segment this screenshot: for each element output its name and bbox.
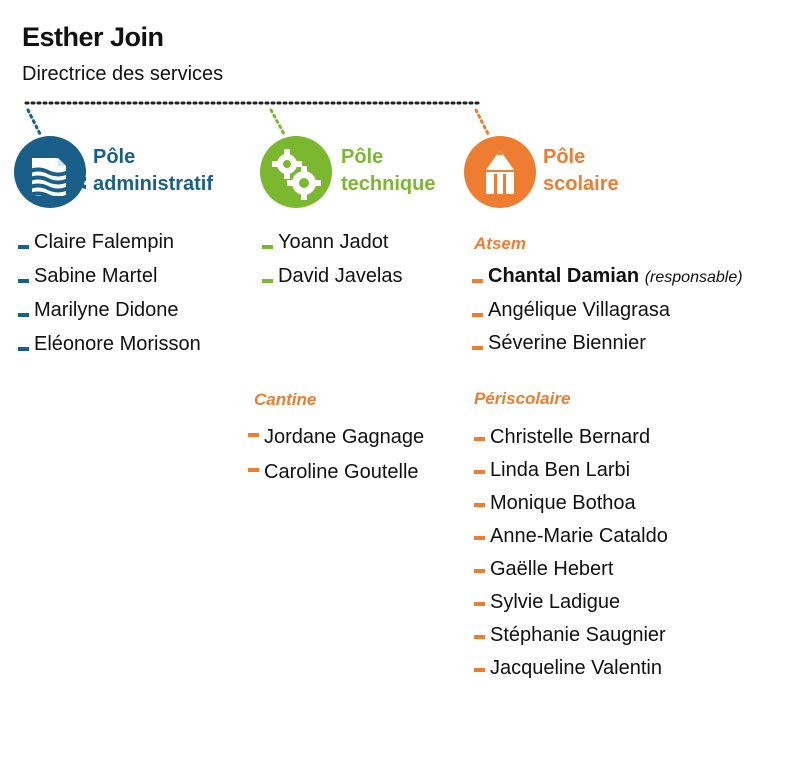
- member-name: Linda Ben Larbi: [490, 459, 631, 481]
- list-item: Angélique Villagrasa: [472, 299, 670, 332]
- pole-scolaire-line2: scolaire: [543, 173, 619, 195]
- list-item: Jordane Gagnage: [248, 426, 424, 461]
- atsem-title: Atsem: [474, 234, 526, 253]
- member-name: Christelle Bernard: [490, 426, 651, 448]
- list-item: Claire Falempin: [18, 231, 201, 265]
- list-bullet: [472, 346, 483, 350]
- list-bullet: [262, 279, 273, 283]
- pole-admin-line2: administratif: [93, 173, 214, 195]
- list-bullet: [474, 536, 485, 540]
- pole-scolaire-title: Pôle scolaire: [543, 144, 619, 198]
- connector-tech: [269, 108, 286, 136]
- member-name: David Javelas: [278, 265, 403, 287]
- atsem-head-name: Chantal Damian: [488, 265, 640, 287]
- list-item: Stéphanie Saugnier: [474, 624, 668, 657]
- list-item: Gaëlle Hebert: [474, 558, 668, 591]
- member-name: Sabine Martel: [34, 265, 158, 287]
- member-name: Jacqueline Valentin: [490, 657, 662, 679]
- atsem-head-note: (responsable): [644, 269, 743, 286]
- list-bullet: [262, 245, 273, 249]
- list-item: Marilyne Didone: [18, 299, 201, 333]
- list-item: Yoann Jadot: [262, 231, 403, 265]
- list-bullet: [474, 668, 485, 672]
- list-bullet: [474, 437, 485, 441]
- connector-admin: [26, 108, 42, 136]
- member-name: Marilyne Didone: [34, 299, 179, 321]
- list-bullet: [474, 470, 485, 474]
- pole-tech-line1: Pôle: [341, 146, 384, 168]
- member-name: Monique Bothoa: [490, 492, 636, 514]
- list-item: Christelle Bernard: [474, 426, 668, 459]
- list-bullet: [248, 468, 259, 472]
- list-bullet: [248, 433, 259, 437]
- pole-tech-line2: technique: [341, 173, 436, 195]
- list-bullet: [18, 313, 29, 317]
- member-name: Caroline Goutelle: [264, 461, 419, 483]
- member-name: Stéphanie Saugnier: [490, 624, 666, 646]
- list-bullet: [18, 245, 29, 249]
- list-bullet: [472, 279, 483, 283]
- director-name: Esther Join: [22, 22, 164, 52]
- member-name: Yoann Jadot: [278, 231, 389, 253]
- connector-scolaire: [474, 108, 490, 136]
- cantine-title: Cantine: [254, 390, 317, 409]
- list-item: Linda Ben Larbi: [474, 459, 668, 492]
- list-bullet: [474, 503, 485, 507]
- list-bullet: [474, 569, 485, 573]
- pole-tech-title: Pôle technique: [341, 144, 435, 198]
- periscolaire-title: Périscolaire: [474, 389, 571, 408]
- atsem-members: Chantal Damian (responsable): [472, 265, 743, 299]
- atsem-head: Chantal Damian (responsable): [472, 265, 743, 299]
- list-item: Jacqueline Valentin: [474, 657, 668, 690]
- member-name: Claire Falempin: [34, 231, 175, 253]
- list-bullet: [474, 602, 485, 606]
- list-item: Caroline Goutelle: [248, 461, 424, 496]
- list-item: David Javelas: [262, 265, 403, 299]
- director-role: Directrice des services: [22, 63, 224, 85]
- list-bullet: [474, 635, 485, 639]
- pencil-icon: [464, 136, 536, 208]
- member-name: Séverine Biennier: [488, 332, 646, 354]
- list-item: Séverine Biennier: [472, 332, 670, 365]
- list-item: Monique Bothoa: [474, 492, 668, 525]
- connector-lines: [24, 101, 490, 136]
- member-name: Eléonore Morisson: [34, 333, 201, 355]
- document-lines-icon: [14, 136, 86, 208]
- list-item: Sylvie Ladigue: [474, 591, 668, 624]
- list-bullet: [472, 313, 483, 317]
- member-name: Angélique Villagrasa: [488, 299, 670, 321]
- list-item: Anne-Marie Cataldo: [474, 525, 668, 558]
- pole-admin-line1: Pôle: [93, 146, 136, 168]
- member-name: Gaëlle Hebert: [490, 558, 614, 580]
- list-bullet: [18, 347, 29, 351]
- pole-scolaire-line1: Pôle: [543, 146, 586, 168]
- gears-icon: [260, 136, 332, 208]
- list-item: Eléonore Morisson: [18, 333, 201, 367]
- pole-admin-title: Pôle administratif: [93, 144, 213, 198]
- list-bullet: [18, 279, 29, 283]
- member-name: Sylvie Ladigue: [490, 591, 621, 613]
- member-name: Anne-Marie Cataldo: [490, 525, 668, 547]
- member-name: Jordane Gagnage: [264, 426, 425, 448]
- list-item: Sabine Martel: [18, 265, 201, 299]
